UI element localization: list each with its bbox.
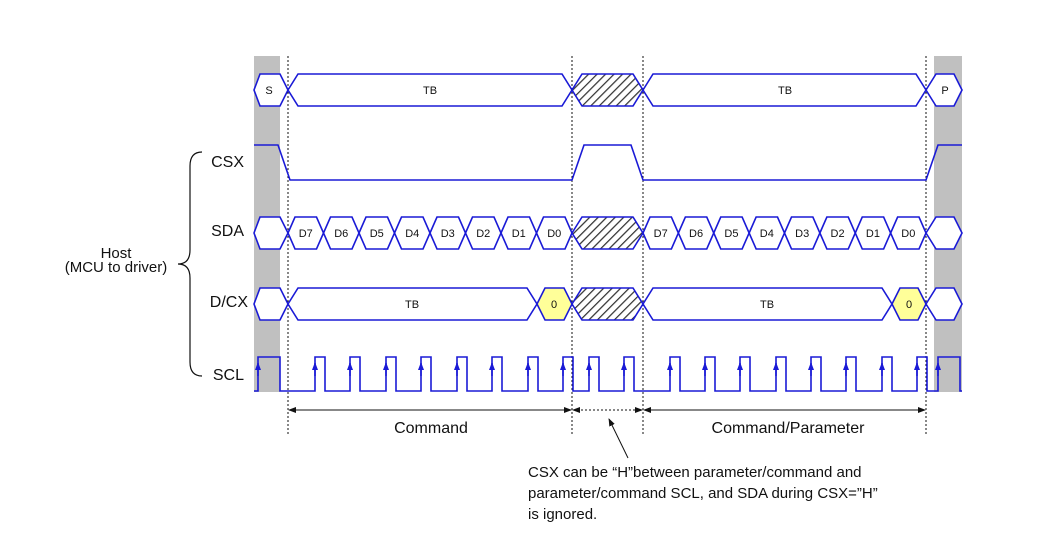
dcx-tb-block-1-label: TB [405, 299, 419, 311]
note-line-2: parameter/command SCL, and SDA during CS… [528, 485, 878, 502]
stop-condition [925, 73, 963, 107]
guide-lines [287, 56, 927, 436]
sda-byte-1-cell-label-d1: D1 [512, 228, 526, 240]
scl-rising-edge-arrows [255, 362, 941, 376]
sda-byte-1-cell-label-d6: D6 [334, 228, 348, 240]
sda-byte-1-cell-label-d0: D0 [547, 228, 561, 240]
sda-idle-end [925, 216, 963, 250]
sda-byte-2-cell-label-d0: D0 [901, 228, 915, 240]
note-pointer-arrow [608, 418, 629, 459]
command-span-label: Command [394, 420, 468, 437]
sda-byte-2-cell-label-d7: D7 [654, 228, 668, 240]
sda-byte-1-cell-label-d5: D5 [370, 228, 384, 240]
sda-byte-2-cell-label-d1: D1 [866, 228, 880, 240]
dcx-row: TB 0 TB 0 [253, 287, 963, 321]
start-condition-label: S [265, 85, 272, 97]
host-sublabel: (MCU to driver) [65, 259, 168, 276]
tb-block-1-label: TB [423, 85, 437, 97]
signal-label-sda: SDA [211, 223, 244, 240]
dcx-bit-0-first-label: 0 [551, 299, 557, 311]
ignored-hatch-2 [571, 216, 644, 250]
condition-row: S TB TB P [253, 73, 963, 107]
tb-block-2-label: TB [778, 85, 792, 97]
dcx-tb-block-2-label: TB [760, 299, 774, 311]
sda-byte-2-cell-label-d4: D4 [760, 228, 774, 240]
dcx-bit-0-second-label: 0 [906, 299, 912, 311]
sda-byte-2-cell-label-d3: D3 [795, 228, 809, 240]
ignored-hatch-1 [571, 73, 644, 107]
ignored-hatch-3 [571, 287, 644, 321]
host-label: Host [101, 245, 133, 262]
sda-idle-start [253, 216, 289, 250]
sda-byte-2-cell-label-d2: D2 [831, 228, 845, 240]
dcx-idle-start [253, 287, 289, 321]
host-brace [177, 151, 203, 377]
note-line-3: is ignored. [528, 506, 597, 523]
scl-waveform [254, 356, 962, 392]
note-line-1: CSX can be “H”between parameter/command … [528, 464, 862, 481]
command-parameter-span-label: Command/Parameter [712, 420, 866, 437]
signal-label-dcx: D/CX [210, 294, 249, 311]
sda-byte-1-cell-label-d7: D7 [299, 228, 313, 240]
sda-byte-1-cell-label-d3: D3 [441, 228, 455, 240]
sda-byte-2-cell-label-d5: D5 [724, 228, 738, 240]
signal-label-scl: SCL [213, 367, 244, 384]
sda-byte-1-cell-label-d4: D4 [405, 228, 419, 240]
sda-row: D7 D6 D5 D4 D3 D2 D1 D0 D7 D6 D5 D4 D3 D2 D1 D0 [253, 216, 963, 250]
dcx-idle-end [925, 287, 963, 321]
sda-byte-2-cell-label-d6: D6 [689, 228, 703, 240]
sda-byte-1-cell-label-d2: D2 [476, 228, 490, 240]
csx-waveform [254, 144, 962, 181]
signal-label-csx: CSX [211, 154, 244, 171]
stop-condition-label: P [941, 85, 948, 97]
